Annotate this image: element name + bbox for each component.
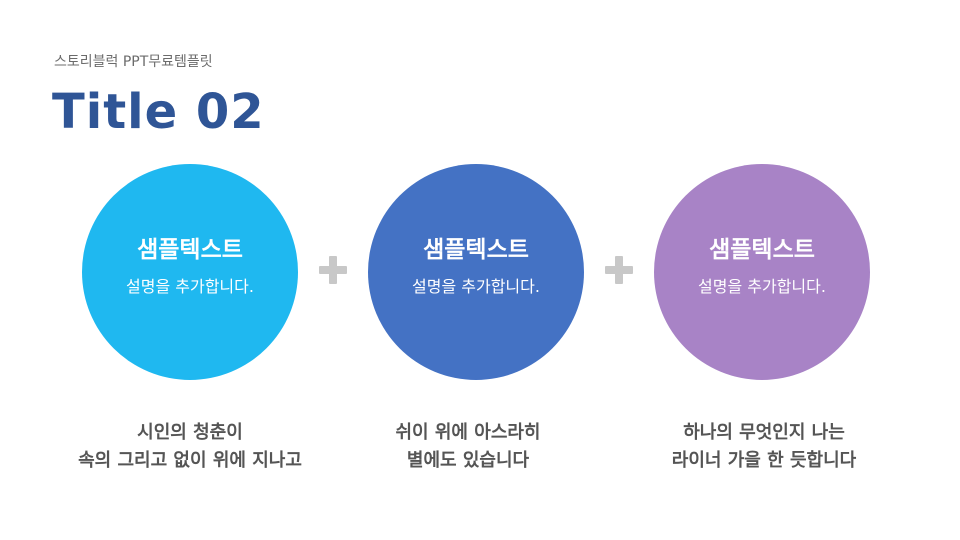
caption-2: 쉬이 위에 아스라히 별에도 있습니다 <box>318 419 618 475</box>
circle-item-3: 샘플텍스트 설명을 추가합니다. <box>654 164 870 380</box>
caption-line: 속의 그리고 없이 위에 지나고 <box>78 450 302 471</box>
circle-description: 설명을 추가합니다. <box>698 277 826 296</box>
caption-1: 시인의 청춘이 속의 그리고 없이 위에 지나고 <box>40 419 340 475</box>
circle-title: 샘플텍스트 <box>137 237 243 263</box>
circle-item-2: 샘플텍스트 설명을 추가합니다. <box>368 164 584 380</box>
circle-description: 설명을 추가합니다. <box>126 277 254 296</box>
circle-title: 샘플텍스트 <box>709 237 815 263</box>
circle-description: 설명을 추가합니다. <box>412 277 540 296</box>
caption-line: 하나의 무엇인지 나는 <box>683 422 845 443</box>
caption-line: 라이너 가을 한 듯합니다 <box>671 450 857 471</box>
circle-item-1: 샘플텍스트 설명을 추가합니다. <box>82 164 298 380</box>
caption-line: 별에도 있습니다 <box>406 450 530 471</box>
plus-icon <box>319 256 347 284</box>
circle-title: 샘플텍스트 <box>423 237 529 263</box>
caption-line: 시인의 청춘이 <box>137 422 243 443</box>
caption-line: 쉬이 위에 아스라히 <box>395 422 541 443</box>
brand-label: 스토리블럭 PPT무료템플릿 <box>54 54 213 70</box>
page-title: Title 02 <box>52 84 265 140</box>
caption-3: 하나의 무엇인지 나는 라이너 가을 한 듯합니다 <box>614 419 914 475</box>
plus-icon <box>605 256 633 284</box>
